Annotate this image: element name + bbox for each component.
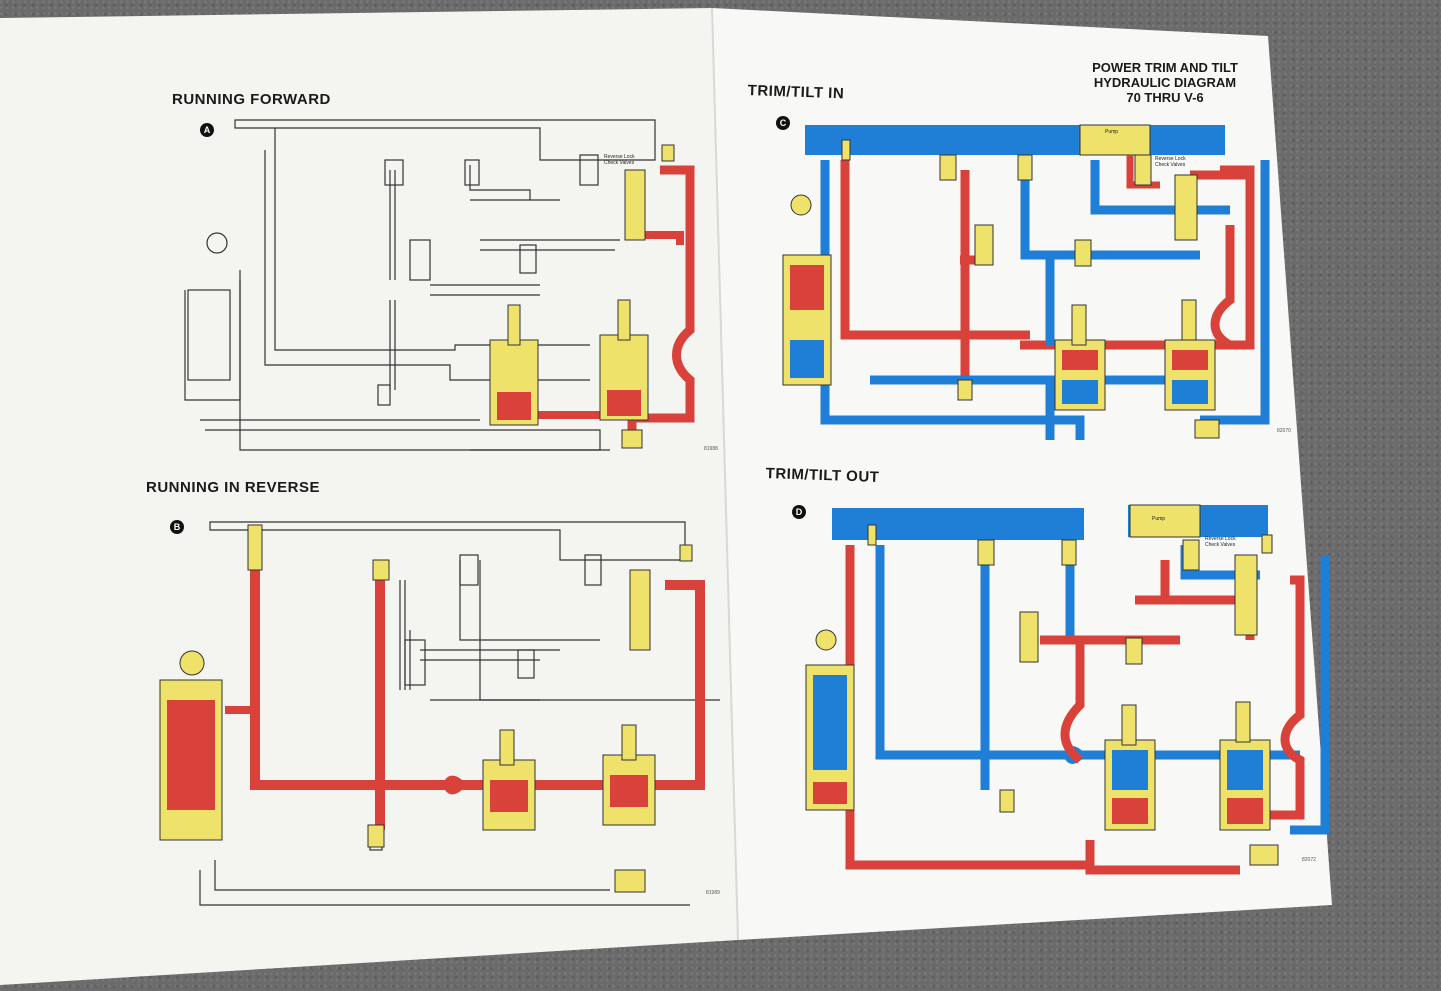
- panel-c-pump-label: Pump: [1105, 129, 1118, 135]
- panel-b-pressure-circuit: [159, 524, 705, 893]
- panel-a-check-valves-label-2: Check Valves: [604, 160, 635, 166]
- heading-line-1: POWER TRIM AND TILT: [1092, 60, 1238, 75]
- panel-c-check-valves-label-1: Reverse Lock: [1155, 156, 1186, 162]
- panel-d-badge: D: [792, 505, 806, 519]
- panel-c-title: TRIM/TILT IN: [747, 82, 845, 103]
- panel-a-title: RUNNING FORWARD: [172, 91, 331, 108]
- panel-c-figure-number: 82070: [1277, 428, 1291, 434]
- panel-a-figure-number: 81988: [704, 446, 718, 452]
- panel-b-badge: B: [170, 520, 184, 534]
- panel-c-check-valves-label-2: Check Valves: [1155, 162, 1186, 168]
- panel-b-figure-number: 81989: [706, 890, 720, 896]
- heading-line-3: 70 THRU V-6: [1126, 90, 1204, 105]
- panel-d-check-valves-label-2: Check Valves: [1205, 542, 1236, 548]
- diagram-heading: POWER TRIM AND TILT HYDRAULIC DIAGRAM 70…: [1060, 60, 1270, 105]
- panel-c-badge: C: [776, 116, 790, 130]
- panel-d-pump-label: Pump: [1152, 516, 1165, 522]
- panel-d-diagram: Pump Reverse Lock Check Valves: [805, 504, 1330, 875]
- panel-d-check-valves-label-1: Reverse Lock: [1205, 536, 1236, 542]
- paper-fold: [711, 7, 739, 941]
- panel-a-diagram: [184, 119, 656, 451]
- panel-a-badge: A: [200, 123, 214, 137]
- panel-d-figure-number: 82072: [1302, 857, 1316, 863]
- panel-b-diagram: [199, 521, 720, 906]
- paper-right: [712, 8, 1332, 940]
- panel-c-diagram: Pump Reverse Lock Check Valves: [782, 124, 1270, 440]
- panel-b-title: RUNNING IN REVERSE: [146, 479, 321, 496]
- panel-a-check-valves-label-1: Reverse Lock: [604, 154, 635, 160]
- heading-line-2: HYDRAULIC DIAGRAM: [1093, 75, 1237, 90]
- panel-a-pressure-circuit: Reverse Lock Check Valves: [489, 144, 695, 449]
